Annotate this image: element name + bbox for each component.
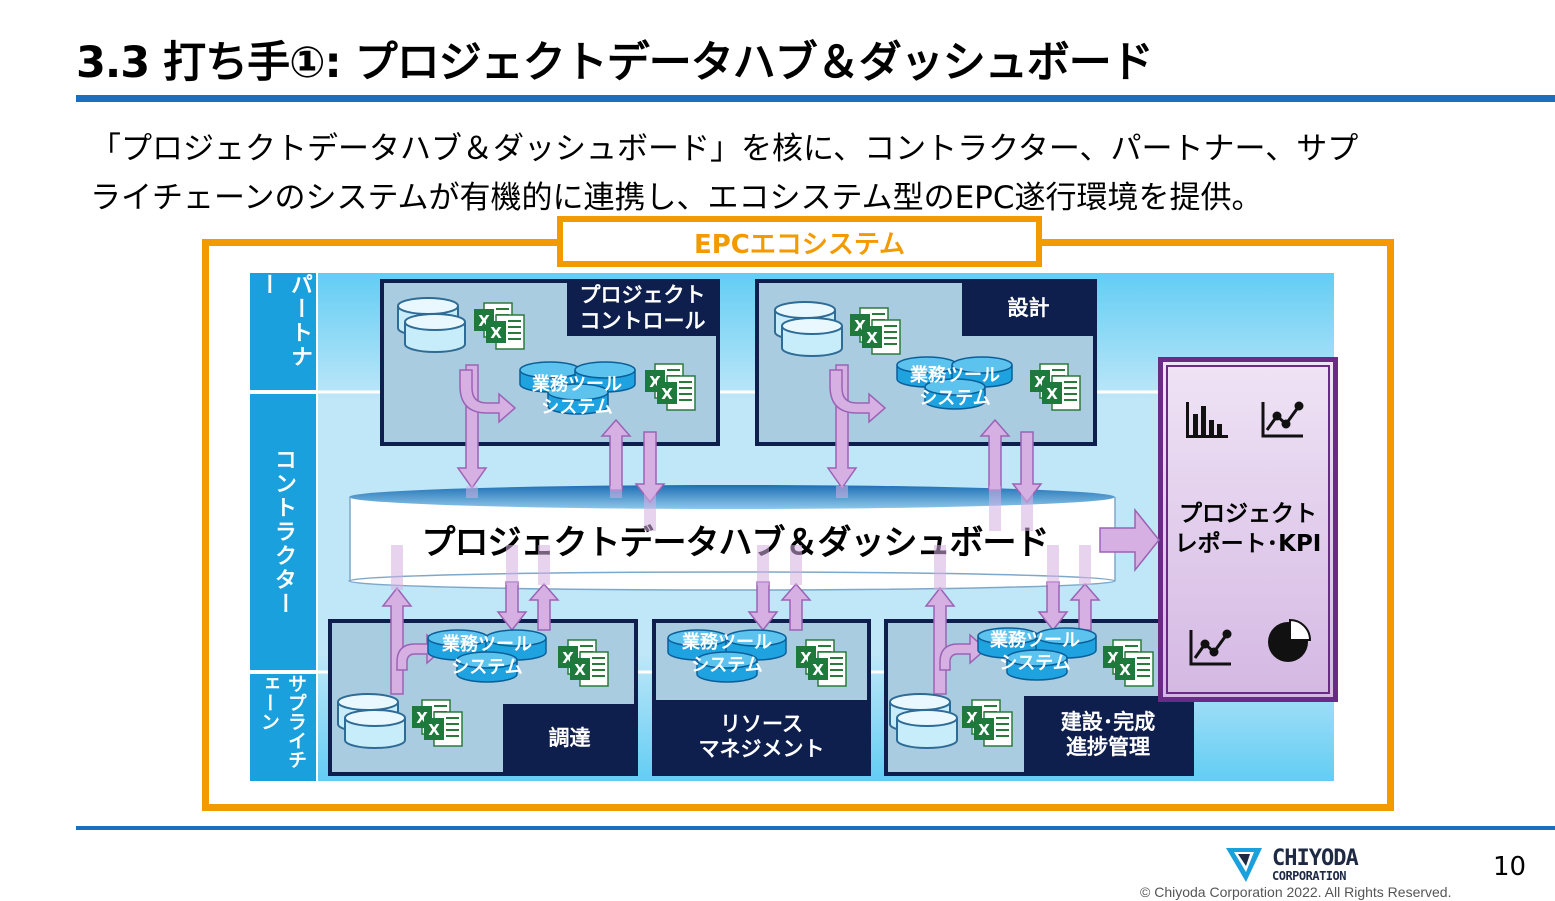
project-control-label: プロジェクト コントロール <box>567 281 718 336</box>
database-icon <box>337 693 406 749</box>
logo-subtext: CORPORATION <box>1272 869 1346 883</box>
tool-label-line1: 業務ツール <box>990 630 1080 651</box>
copyright: © Chiyoda Corporation 2022. All Rights R… <box>1140 884 1452 900</box>
construction-label-line2: 進捗管理 <box>1066 735 1150 759</box>
tool-label-design: 業務ツール システム <box>893 365 1017 410</box>
excel-icon <box>796 640 846 686</box>
band-label-supply-chain: サプライチェーン <box>250 674 316 781</box>
excel-icon <box>1103 640 1153 686</box>
tool-label-line2: システム <box>451 656 523 678</box>
chiyoda-logo-icon <box>1226 848 1262 882</box>
tool-label-construction: 業務ツール システム <box>972 630 1098 675</box>
page-number: 10 <box>1493 852 1527 882</box>
kpi-panel-inner-border <box>1166 365 1330 694</box>
excel-icon <box>962 700 1012 746</box>
project-control-label-line1: プロジェクト <box>579 283 706 308</box>
bar-chart-icon <box>1186 402 1228 438</box>
subtitle-line-1: 「プロジェクトデータハブ＆ダッシュボード」を核に、コントラクター、パートナー、サ… <box>90 131 1359 167</box>
kpi-label-line2: レポート･KPI <box>1174 530 1322 557</box>
band-label-partner: パートナー <box>250 273 316 390</box>
excel-icon <box>1030 364 1080 410</box>
kpi-label-line1: プロジェクト <box>1179 501 1317 527</box>
kpi-label: プロジェクト レポート･KPI <box>1160 500 1336 560</box>
band-label-contractor: コントラクター <box>250 394 316 670</box>
resource-label-line2: マネジメント <box>698 737 825 761</box>
line-chart-icon <box>1189 629 1232 666</box>
database-icon <box>397 297 466 353</box>
logo-wordmark: CHIYODA <box>1272 846 1359 871</box>
database-icon <box>774 301 843 357</box>
pie-chart-icon <box>1268 618 1312 662</box>
page-title: 3.3 打ち手①: プロジェクトデータハブ＆ダッシュボード <box>76 38 1154 88</box>
tool-label-procurement: 業務ツール システム <box>424 634 550 679</box>
tool-label-project-control: 業務ツール システム <box>515 374 639 419</box>
ecosystem-label: EPCエコシステム <box>693 230 906 260</box>
construction-label: 建設･完成 進捗管理 <box>1024 696 1192 774</box>
tool-label-line1: 業務ツール <box>442 634 532 655</box>
footer-rule <box>76 826 1555 830</box>
tool-label-line1: 業務ツール <box>682 632 772 653</box>
tool-label-line2: システム <box>919 387 991 409</box>
project-control-label-line2: コントロール <box>579 308 706 333</box>
tool-label-line1: 業務ツール <box>910 365 1000 386</box>
kpi-panel <box>1158 357 1338 702</box>
procurement-label: 調達 <box>503 704 636 774</box>
line-chart-icon <box>1261 401 1304 438</box>
excel-icon <box>412 700 462 746</box>
excel-icon <box>558 640 608 686</box>
tool-label-line2: システム <box>541 396 613 418</box>
tool-label-line2: システム <box>999 652 1071 674</box>
tool-label-resource: 業務ツール システム <box>664 632 790 677</box>
excel-icon <box>474 303 524 349</box>
excel-icon <box>645 364 695 410</box>
design-label: 設計 <box>962 281 1095 336</box>
subtitle-line-2: ライチェーンのシステムが有機的に連携し、エコシステム型のEPC遂行環境を提供。 <box>90 180 1263 216</box>
tool-label-line2: システム <box>691 654 763 676</box>
resource-label: リソース マネジメント <box>654 700 869 774</box>
ecosystem-label-box <box>557 216 1042 267</box>
excel-icon <box>850 308 900 354</box>
title-rule <box>76 95 1555 102</box>
resource-label-line1: リソース <box>720 711 803 736</box>
database-icon <box>889 693 958 749</box>
construction-label-line1: 建設･完成 <box>1060 709 1156 734</box>
tool-label-line1: 業務ツール <box>532 374 622 395</box>
